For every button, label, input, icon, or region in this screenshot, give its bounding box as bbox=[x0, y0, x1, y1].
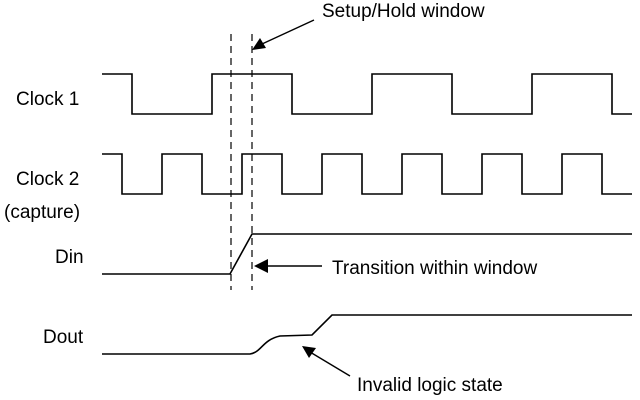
clock1-label: Clock 1 bbox=[16, 89, 80, 110]
setup-hold-arrow-line bbox=[261, 19, 315, 45]
clock2-label: Clock 2 bbox=[16, 169, 80, 190]
setup-hold-window-label: Setup/Hold window bbox=[322, 1, 485, 22]
din-label: Din bbox=[55, 247, 84, 268]
din-waveform bbox=[102, 233, 632, 275]
invalid-arrow-line bbox=[309, 351, 351, 377]
invalid-logic-state-label: Invalid logic state bbox=[357, 375, 503, 396]
transition-within-window-label: Transition within window bbox=[332, 258, 538, 279]
dout-label: Dout bbox=[43, 327, 84, 348]
invalid-arrowhead bbox=[302, 346, 316, 358]
clock1-waveform bbox=[102, 73, 632, 115]
setup-hold-arrowhead bbox=[252, 38, 266, 50]
dout-waveform bbox=[102, 314, 632, 355]
clock2-waveform bbox=[102, 153, 632, 195]
clock2-capture-label: (capture) bbox=[4, 202, 81, 223]
transition-arrowhead bbox=[254, 259, 268, 273]
